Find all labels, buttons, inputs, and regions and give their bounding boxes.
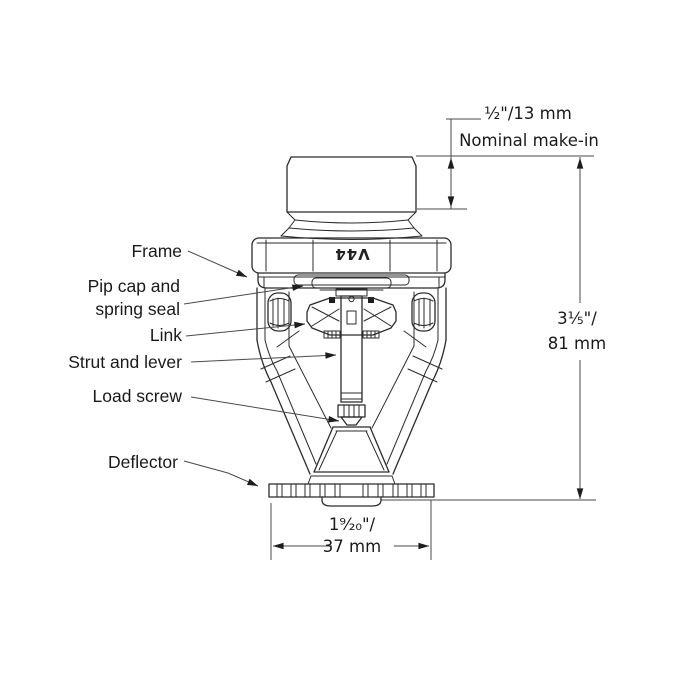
fusible-link	[306, 297, 397, 336]
screw-boss-left	[267, 292, 292, 332]
dim-height-unit: 81 mm	[548, 334, 606, 353]
dim-make-in-label: Nominal make-in	[459, 131, 599, 150]
label-link: Link	[150, 325, 182, 345]
leader-frame	[187, 250, 248, 278]
dim-height-value: 3⅕"/	[557, 309, 597, 328]
dim-make-in-value: ½"/13 mm	[484, 104, 572, 123]
pip-cap	[311, 277, 392, 289]
dim-height: 3⅕"/ 81 mm	[381, 157, 606, 501]
dim-width: 1⁹⁄₂₀"/ 37 mm	[270, 500, 432, 560]
label-pip-cap-line1: Pip cap and	[88, 276, 180, 296]
leader-lines	[183, 250, 340, 487]
label-pip-cap-line2: spring seal	[95, 299, 180, 319]
model-marking: V44	[334, 245, 369, 263]
deflector-dome	[321, 496, 382, 507]
screw-boss-right	[411, 292, 436, 332]
cone	[307, 426, 396, 485]
leader-link	[185, 321, 306, 337]
leader-strut	[190, 352, 337, 363]
leader-pip-cap	[183, 284, 304, 305]
leader-deflector	[183, 460, 259, 487]
dim-width-unit: 37 mm	[323, 537, 381, 556]
strut	[340, 295, 363, 403]
leader-load-screw	[190, 396, 340, 423]
dim-make-in: ½"/13 mm Nominal make-in	[416, 104, 599, 210]
label-deflector: Deflector	[108, 452, 178, 472]
flange	[257, 272, 446, 291]
part-labels: Frame Pip cap and spring seal Link Strut…	[68, 241, 182, 472]
label-frame: Frame	[131, 241, 182, 261]
label-strut-lever: Strut and lever	[68, 352, 182, 372]
label-load-screw: Load screw	[93, 386, 183, 406]
hex-body: V44	[251, 237, 452, 274]
seat-recess	[293, 274, 410, 286]
dim-width-value: 1⁹⁄₂₀"/	[329, 515, 376, 534]
inlet-shank	[280, 156, 423, 240]
deflector-tines	[276, 483, 427, 498]
frame-arms	[256, 330, 447, 475]
load-screw	[337, 404, 366, 426]
pivot-pin	[348, 295, 355, 303]
deflector-plate	[268, 483, 435, 507]
